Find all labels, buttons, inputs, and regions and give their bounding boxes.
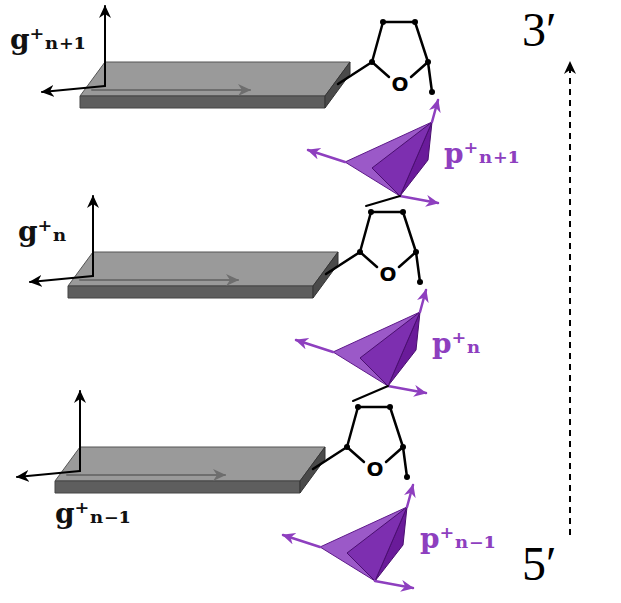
sugar-ring [415,22,428,62]
sugar-ring [403,447,407,477]
phosphate-label: p⁺ₙ₊₁ [444,140,520,168]
phosphate-axis [432,100,438,122]
frame-axis [79,391,81,471]
glycosidic-bond [313,447,347,469]
frame-axis [92,196,94,276]
frame-axis [67,474,225,476]
backbone-bond [366,196,400,206]
base-slab-front [68,286,313,298]
sugar-ring [411,62,428,77]
frame-axis [42,86,105,92]
phosphate-face [372,122,432,196]
strand-end: 5′ [522,540,557,588]
atom-dot [413,249,419,255]
frame-axis [30,276,93,282]
atom-dot [368,209,374,215]
sugar-ring [403,212,416,252]
phosphate-face [333,312,420,386]
atom-dot [355,404,361,410]
atom-dot [404,474,410,480]
phosphate-axis [400,196,438,203]
ring-oxygen: O [379,264,396,284]
phosphate-face [360,312,420,386]
atom-dot [425,59,431,65]
atom-dot [387,404,393,410]
base-slab-front [55,481,300,493]
strand-end: 3′ [522,6,557,54]
sugar-ring [372,62,389,77]
sugar-ring [360,212,371,252]
atom-dot [380,19,386,25]
phosphate-axis [375,581,413,588]
frame-axis [104,6,106,86]
sugar-ring [372,22,383,62]
atom-dot [369,59,375,65]
phosphate-axis [388,386,426,393]
sugar-ring [386,447,403,462]
sugar-ring [358,406,390,409]
frame-axis [80,279,238,281]
nucleotide-units [17,6,438,588]
atom-dot [412,19,418,25]
sugar-ring [416,252,420,282]
frame-axis [92,89,250,91]
phosphate-axis [296,340,333,352]
phosphate-face [345,122,432,196]
frame-label: g⁺ₙ [18,218,67,246]
atom-dot [344,444,350,450]
frame-axis [17,471,80,477]
frame-label: g⁺ₙ₋₁ [55,500,131,528]
atom-dot [429,89,435,95]
glycosidic-bond [326,252,360,274]
phosphate-label: p⁺ₙ₋₁ [420,525,496,553]
base-slab-top [68,252,338,286]
atom-dot [400,209,406,215]
sugar-ring [428,62,432,92]
direction-arrow [569,62,571,535]
phosphate-face [320,507,407,581]
backbone-bond [353,386,388,401]
phosphate-face [347,507,407,581]
base-slab-top [80,62,350,96]
base-slab-front [80,96,325,108]
phosphate-axis [308,150,345,162]
glycosidic-bond [338,62,372,84]
sugar-ring [360,252,377,267]
ring-oxygen: O [391,74,408,94]
sugar-ring [383,21,415,24]
atom-dot [357,249,363,255]
sugar-ring [390,407,403,447]
sugar-ring [371,211,403,214]
atom-dot [400,444,406,450]
phosphate-axis [283,535,320,547]
atom-dot [417,279,423,285]
ring-oxygen: O [366,459,383,479]
phosphate-axis [407,485,413,507]
base-slab-top [55,447,325,481]
sugar-ring [347,407,358,447]
sugar-ring [347,447,364,462]
sugar-ring [399,252,416,267]
frame-label: g⁺ₙ₊₁ [10,26,86,54]
phosphate-axis [420,290,426,312]
phosphate-label: p⁺ₙ [432,330,481,358]
